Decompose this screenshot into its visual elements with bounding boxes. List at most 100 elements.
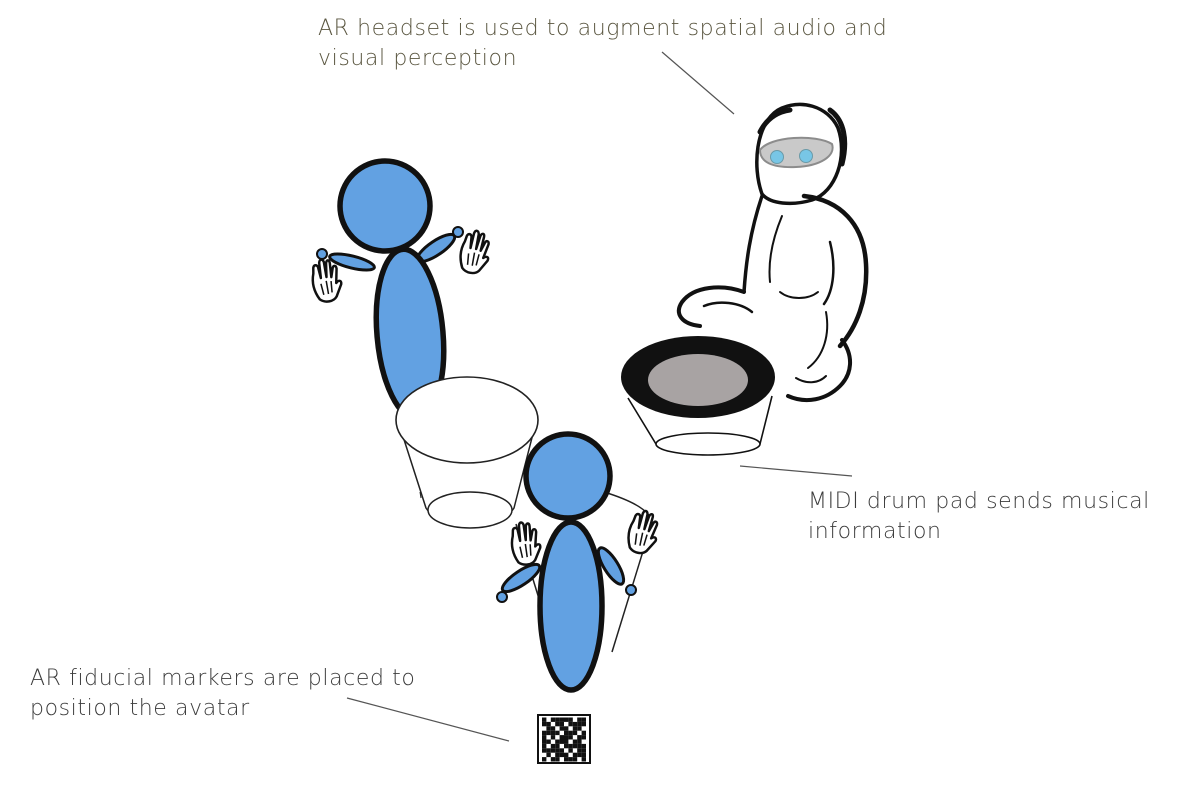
marker-cell (564, 752, 569, 758)
marker-cell (564, 757, 569, 762)
marker-cell (577, 735, 582, 740)
marker-cell (559, 748, 564, 753)
marker-cell (555, 730, 560, 736)
marker-cell (564, 730, 569, 736)
marker-cell (542, 748, 547, 753)
marker-cell (577, 748, 582, 753)
marker-cell (564, 739, 569, 744)
marker-cell (572, 721, 578, 727)
headset-eye-right (799, 149, 813, 163)
hand-icon (624, 507, 663, 558)
marker-cell (542, 721, 547, 727)
marker-cell (568, 748, 573, 753)
marker-cell (559, 717, 564, 722)
marker-cell (555, 743, 560, 749)
marker-cell (581, 748, 586, 753)
headset-leader-line (661, 51, 735, 115)
hand-icon (507, 519, 544, 568)
marker-cell (577, 752, 582, 758)
marker-cell (542, 717, 547, 722)
drum-pad-head (648, 354, 748, 406)
marker-cell (550, 735, 556, 740)
marker-cell (572, 757, 578, 762)
ar-headset-icon (755, 102, 848, 206)
marker-cell (550, 757, 556, 762)
marker-cell (572, 730, 578, 736)
marker-cell (555, 721, 560, 727)
marker-cell (568, 743, 573, 749)
drum-pad-annotation: MIDI drum pad sends musical information (808, 489, 1150, 544)
marker-cell (550, 743, 556, 749)
marker-cell (581, 735, 586, 740)
marker-cell (581, 730, 586, 736)
marker-cell (572, 752, 578, 758)
avatar-front-torso (537, 519, 605, 693)
marker-cell (581, 717, 586, 722)
marker-leader-line (346, 697, 510, 742)
marker-cell (568, 735, 573, 740)
marker-cell (577, 717, 582, 722)
marker-cell (546, 739, 551, 744)
marker-cell (564, 726, 569, 731)
avatar-front-right-arm (596, 546, 626, 586)
marker-cell (555, 739, 560, 744)
marker-cell (550, 726, 556, 731)
marker-cell (577, 743, 582, 749)
marker-cell (572, 726, 578, 731)
marker-cell (581, 757, 586, 762)
fiducial-marker-icon (537, 714, 591, 764)
marker-cell (568, 717, 573, 722)
marker-cell (546, 726, 551, 731)
marker-cell (559, 752, 564, 758)
marker-cell (542, 757, 547, 762)
leader-lines (346, 51, 853, 742)
marker-cell (550, 730, 556, 736)
seated-drummer (676, 102, 869, 403)
marker-cell (555, 757, 560, 762)
marker-cell (572, 743, 578, 749)
marker-cell (559, 739, 564, 744)
marker-cell (555, 752, 560, 758)
marker-cell (568, 757, 573, 762)
avatar-front (496, 431, 637, 693)
marker-cell (581, 743, 586, 749)
marker-cell (555, 717, 560, 722)
marker-cell (546, 752, 551, 758)
drum-leader-line (739, 465, 853, 477)
marker-cell (550, 748, 556, 753)
marker-cell (564, 743, 569, 749)
headset-annotation: AR headset is used to augment spatial au… (318, 16, 888, 71)
marker-cell (546, 748, 551, 753)
marker-cell (542, 739, 547, 744)
avatar-back-head (337, 158, 433, 254)
avatar-drum-front (395, 376, 539, 464)
marker-cell (572, 739, 578, 744)
marker-cell (577, 721, 582, 727)
marker-cell (577, 739, 582, 744)
seated-drummer-body (676, 193, 869, 403)
marker-cell (550, 717, 556, 722)
fiducial-marker-annotation: AR fiducial markers are placed to positi… (30, 666, 416, 721)
avatar-back-left-arm (328, 252, 376, 272)
marker-cell (564, 717, 569, 722)
hand-icon (456, 227, 494, 277)
avatar-back (316, 158, 464, 422)
marker-cell (559, 735, 564, 740)
marker-cell (581, 752, 586, 758)
marker-cell (546, 730, 551, 736)
avatar-front-left-arm (500, 562, 542, 594)
drum-pad-icon (621, 336, 775, 456)
marker-cell (542, 735, 547, 740)
marker-cell (581, 721, 586, 727)
marker-cell (542, 730, 547, 736)
marker-cell (542, 743, 547, 749)
marker-cell (568, 721, 573, 727)
marker-cell (546, 721, 551, 727)
marker-cell (568, 730, 573, 736)
marker-cell (559, 721, 564, 727)
marker-cell (555, 748, 560, 753)
avatar-front-head (523, 431, 613, 521)
marker-cell (564, 735, 569, 740)
marker-cell (577, 726, 582, 731)
